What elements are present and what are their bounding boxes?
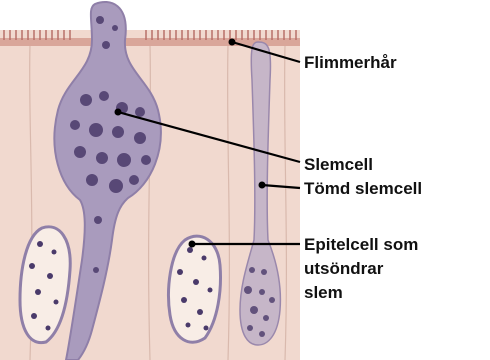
label-secretory-cell-line2: utsöndrar [304,259,384,278]
label-goblet-cell: Slemcell [304,155,373,174]
secretory-epithelial-cell [169,236,221,342]
dot-secretory-cell [189,241,196,248]
dot-goblet-cell [115,109,122,116]
dot-emptied-goblet-cell [259,182,266,189]
label-cilia: Flimmerhår [304,53,397,72]
label-secretory-cell-line3: slem [304,283,343,302]
label-emptied-goblet-cell: Tömd slemcell [304,179,422,198]
label-secretory-cell-line1: Epitelcell som [304,235,418,254]
top-margin [0,0,300,30]
dot-cilia [229,39,236,46]
